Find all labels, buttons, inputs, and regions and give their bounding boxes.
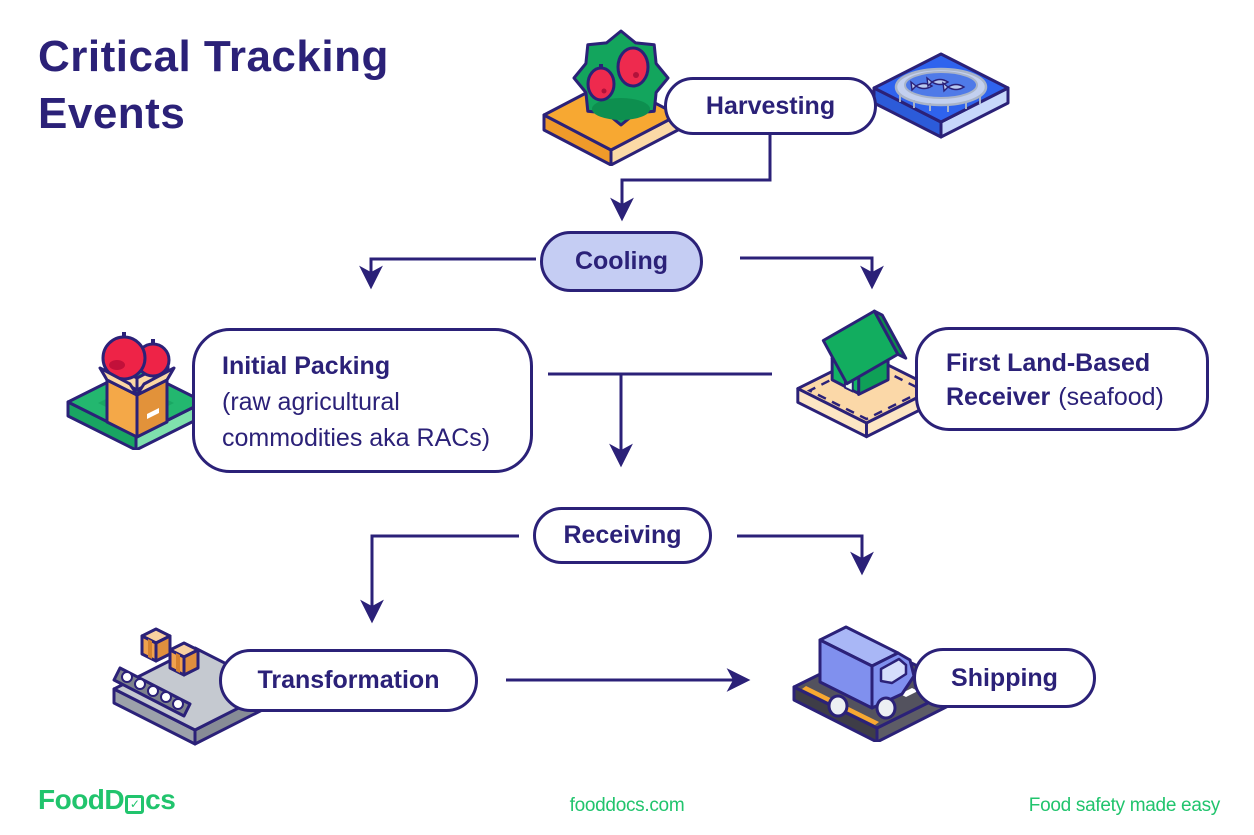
- edge-cooling-first-receiver: [740, 256, 884, 290]
- node-initial-packing-label: Initial Packing: [222, 352, 391, 380]
- berry-bush-icon: [542, 29, 680, 166]
- node-cooling-label: Cooling: [574, 247, 669, 275]
- edge-receiving-transformation: [360, 534, 519, 624]
- node-receiving: Receiving: [533, 507, 712, 564]
- node-receiving-label: Receiving: [563, 521, 682, 549]
- node-first-receiver: First Land-Based Receiver(seafood): [915, 327, 1209, 431]
- node-transformation-label: Transformation: [257, 666, 440, 694]
- node-initial-packing: Initial Packing (raw agricultural commod…: [192, 328, 533, 473]
- fish-pen-icon: [872, 52, 1010, 139]
- logo-text-suffix: cs: [145, 784, 176, 815]
- fooddocs-logo: FoodD✓cs: [38, 784, 176, 816]
- edge-cooling-initial-packing: [359, 257, 536, 290]
- edge-receiving-shipping: [737, 534, 874, 576]
- node-shipping-label: Shipping: [951, 663, 1058, 692]
- logo-checkbox-icon: ✓: [125, 795, 145, 814]
- node-initial-packing-sublabel: (raw agricultural commodities aka RACs): [222, 388, 491, 452]
- node-cooling: Cooling: [540, 231, 703, 292]
- footer-tagline: Food safety made easy: [1028, 795, 1221, 816]
- node-first-receiver-sublabel: (seafood): [1058, 383, 1164, 411]
- footer-website-link[interactable]: fooddocs.com: [569, 795, 685, 816]
- node-transformation: Transformation: [219, 649, 478, 712]
- page-title: Critical Tracking Events: [38, 32, 389, 138]
- node-harvesting: Harvesting: [664, 77, 877, 135]
- apple-box-icon: [66, 332, 206, 450]
- node-harvesting-label: Harvesting: [705, 91, 836, 120]
- node-first-receiver-label: First Land-Based Receiver: [946, 349, 1151, 411]
- node-shipping: Shipping: [913, 648, 1096, 708]
- logo-text-prefix: FoodD: [38, 784, 125, 815]
